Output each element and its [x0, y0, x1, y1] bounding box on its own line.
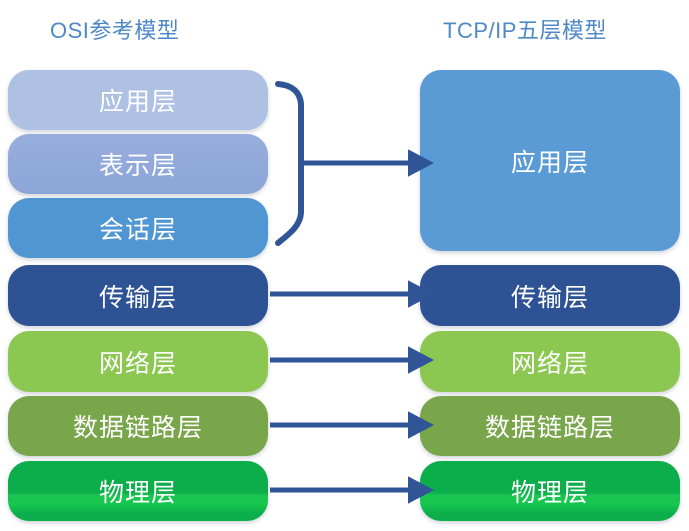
osi-layer-application[interactable]: 应用层 [8, 70, 268, 130]
tcpip-layer-transport[interactable]: 传输层 [420, 265, 680, 326]
tcpip-layer-datalink[interactable]: 数据链路层 [420, 396, 680, 456]
osi-layer-presentation[interactable]: 表示层 [8, 134, 268, 194]
osi-column-title: OSI参考模型 [50, 18, 180, 43]
osi-layer-network[interactable]: 网络层 [8, 331, 268, 392]
tcpip-layer-physical[interactable]: 物理层 [420, 461, 680, 521]
tcpip-layer-application[interactable]: 应用层 [420, 70, 680, 251]
tcpip-layer-network[interactable]: 网络层 [420, 331, 680, 392]
osi-layer-physical[interactable]: 物理层 [8, 461, 268, 521]
tcpip-column-title: TCP/IP五层模型 [443, 18, 607, 43]
osi-layer-transport[interactable]: 传输层 [8, 265, 268, 326]
grouping-brace-icon [275, 81, 304, 246]
osi-layer-datalink[interactable]: 数据链路层 [8, 396, 268, 456]
osi-layer-session[interactable]: 会话层 [8, 198, 268, 258]
